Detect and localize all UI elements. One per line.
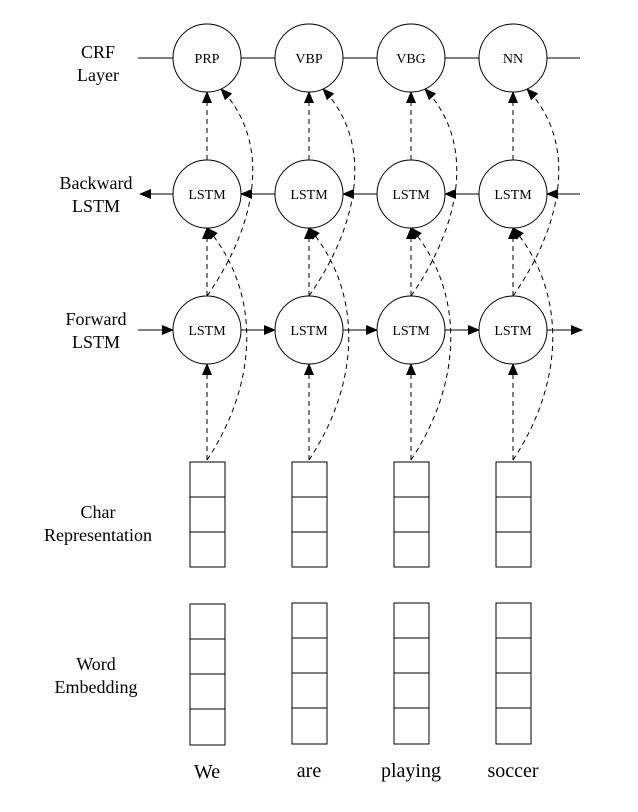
backward-lstm-text-2: LSTM: [290, 188, 328, 203]
word-3: playing: [381, 760, 441, 782]
crf-node-3: [376, 23, 446, 93]
layer-labels: CRF Layer Backward LSTM Forward LSTM Cha…: [44, 42, 152, 697]
forward-lstm-node-1: [172, 295, 242, 365]
char-block-2: [291, 461, 328, 568]
crf-layer-label-line2: Layer: [77, 65, 119, 85]
crf-tag-2: VBP: [295, 52, 322, 67]
word-1: We: [194, 761, 220, 783]
word-embedding-blocks: [189, 602, 532, 746]
crf-node-2: [274, 23, 344, 93]
backward-lstm-text-1: LSTM: [188, 188, 226, 203]
forward-lstm-node-2: [274, 295, 344, 365]
word-block-3: [393, 602, 430, 745]
column-4-dashed-links: [508, 88, 560, 461]
forward-lstm-node-4: [478, 295, 548, 365]
backward-lstm-label-line1: Backward: [60, 173, 133, 193]
char-block-4: [495, 461, 532, 568]
backward-lstm-node-3: [376, 159, 446, 229]
forward-lstm-text-2: LSTM: [290, 324, 328, 339]
backward-lstm-text-4: LSTM: [494, 188, 532, 203]
backward-lstm-node-1: [172, 159, 242, 229]
crf-node-4: [478, 23, 548, 93]
word-4: soccer: [487, 760, 538, 782]
backward-lstm-text-3: LSTM: [392, 188, 430, 203]
char-representation-label-line2: Representation: [44, 525, 152, 545]
forward-lstm-label-line2: LSTM: [72, 332, 120, 352]
input-words: We are playing soccer: [194, 760, 539, 783]
char-block-3: [393, 461, 430, 568]
crf-node-1: [172, 23, 242, 93]
backward-lstm-nodes: LSTM LSTM LSTM LSTM: [172, 159, 548, 229]
column-1-dashed-links: [202, 88, 254, 461]
word-block-1: [189, 603, 226, 746]
forward-lstm-nodes: LSTM LSTM LSTM LSTM: [172, 295, 548, 365]
word-embedding-label-line2: Embedding: [55, 677, 138, 697]
crf-nodes: PRP VBP VBG NN: [172, 23, 548, 93]
word-block-2: [291, 602, 328, 745]
word-embedding-label-line1: Word: [76, 654, 116, 674]
forward-lstm-text-1: LSTM: [188, 324, 226, 339]
crf-tag-3: VBG: [396, 52, 426, 67]
crf-layer-label-line1: CRF: [81, 42, 115, 62]
word-2: are: [297, 760, 322, 782]
char-representation-blocks: [189, 461, 532, 568]
char-block-1: [189, 461, 226, 568]
backward-lstm-node-4: [478, 159, 548, 229]
word-block-4: [495, 602, 532, 745]
crf-tag-4: NN: [503, 52, 523, 67]
backward-lstm-node-2: [274, 159, 344, 229]
column-2-dashed-links: [304, 88, 356, 461]
forward-lstm-node-3: [376, 295, 446, 365]
forward-lstm-label-line1: Forward: [66, 309, 127, 329]
forward-lstm-text-4: LSTM: [494, 324, 532, 339]
backward-lstm-label-line2: LSTM: [72, 196, 120, 216]
crf-tag-1: PRP: [195, 52, 220, 67]
char-representation-label-line1: Char: [81, 502, 116, 522]
column-3-dashed-links: [406, 88, 458, 461]
forward-lstm-text-3: LSTM: [392, 324, 430, 339]
